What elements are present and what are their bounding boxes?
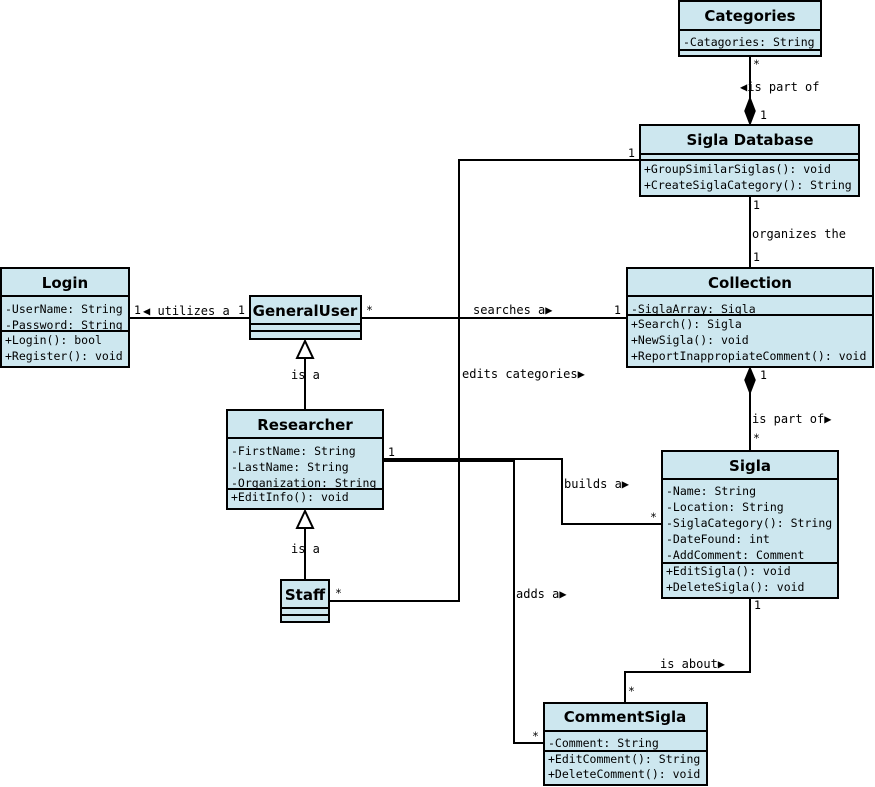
class-name: Categories (704, 7, 795, 25)
class-name: Sigla (729, 457, 771, 475)
class-method: +Search(): Sigla (631, 317, 742, 331)
multiplicity: * (753, 57, 760, 71)
class-method: +EditComment(): String (548, 752, 700, 766)
class-method: +EditInfo(): void (231, 490, 349, 504)
class-attribute: -SiglaCategory(): String (666, 516, 832, 530)
multiplicity: 1 (628, 146, 635, 160)
class-name: Collection (708, 274, 792, 292)
generalization-arrow (295, 338, 315, 359)
edge-db-collection: 1 1 organizes the (749, 197, 846, 268)
multiplicity: * (650, 510, 657, 524)
multiplicity: 1 (134, 303, 141, 317)
class-researcher[interactable]: Researcher -FirstName: String -LastName:… (226, 409, 384, 510)
class-name: GeneralUser (253, 302, 358, 320)
multiplicity: * (532, 729, 539, 743)
edge-staff-db: * 1 edits categories▶ (330, 146, 640, 602)
class-attribute: -LastName: String (231, 460, 349, 474)
multiplicity: 1 (760, 108, 767, 122)
class-categories[interactable]: Categories -Catagories: String (678, 0, 822, 57)
class-method: +CreateSiglaCategory(): String (644, 178, 852, 192)
class-attribute: -AddComment: Comment (666, 548, 804, 562)
multiplicity: * (335, 586, 342, 600)
class-method: +NewSigla(): void (631, 333, 749, 347)
edge-researcher-comment: * adds a▶ (384, 460, 567, 744)
class-method: +Login(): bool (5, 333, 102, 347)
composition-diamond (744, 366, 756, 396)
multiplicity: * (753, 431, 760, 445)
edge-researcher-sigla: 1 * builds a▶ (384, 445, 662, 525)
class-attribute: -UserName: String (5, 302, 123, 316)
class-sigla[interactable]: Sigla -Name: String -Location: String -S… (661, 450, 839, 599)
class-attribute: -SiglaArray: Sigla (631, 302, 756, 316)
class-name: Staff (285, 586, 326, 604)
class-name: Login (42, 274, 88, 292)
class-attribute: -DateFound: int (666, 532, 770, 546)
class-sigla-database[interactable]: Sigla Database +GroupSimilarSiglas(): vo… (639, 124, 860, 197)
class-attribute: -Comment: String (548, 736, 659, 750)
class-method: +EditSigla(): void (666, 564, 791, 578)
association-label: organizes the (752, 227, 846, 241)
multiplicity: 1 (753, 250, 760, 264)
class-staff[interactable]: Staff (280, 579, 330, 623)
class-attribute: -Location: String (666, 500, 784, 514)
multiplicity: * (366, 303, 373, 317)
multiplicity: 1 (614, 303, 621, 317)
generalization-arrow (295, 508, 315, 529)
class-attribute: -Catagories: String (683, 35, 815, 49)
class-attribute: -Password: String (5, 318, 123, 332)
association-label: is a (291, 368, 320, 382)
edge-user-collection: * 1 searches a▶ (361, 303, 627, 319)
class-method: +ReportInappropiateComment(): void (631, 349, 866, 363)
class-collection[interactable]: Collection -SiglaArray: Sigla +Search():… (626, 267, 874, 368)
class-name: CommentSigla (564, 708, 687, 726)
multiplicity: 1 (760, 368, 767, 382)
class-attribute: -Organization: String (231, 476, 376, 490)
association-label: adds a▶ (516, 587, 567, 601)
association-label: edits categories▶ (462, 367, 586, 381)
edge-sigla-comment: 1 * is about▶ (624, 598, 761, 703)
multiplicity: 1 (388, 445, 395, 459)
association-label: builds a▶ (564, 477, 630, 491)
association-label: ◀is part of (740, 80, 819, 94)
multiplicity: 1 (754, 598, 761, 612)
class-attribute: -Name: String (666, 484, 756, 498)
multiplicity: 1 (753, 198, 760, 212)
edge-staff-researcher: is a (291, 508, 320, 580)
class-method: +DeleteSigla(): void (666, 580, 804, 594)
class-comment-sigla[interactable]: CommentSigla -Comment: String +EditComme… (543, 702, 708, 786)
edge-collection-sigla: 1 * is part of▶ (744, 366, 832, 451)
association-label: is about▶ (660, 657, 726, 671)
class-attribute: -FirstName: String (231, 444, 356, 458)
multiplicity: 1 (238, 303, 245, 317)
class-method: +GroupSimilarSiglas(): void (644, 162, 831, 176)
class-general-user[interactable]: GeneralUser (249, 295, 362, 340)
edge-researcher-user: is a (291, 338, 320, 410)
class-name: Researcher (257, 416, 353, 434)
multiplicity: * (628, 684, 635, 698)
class-name: Sigla Database (687, 131, 814, 149)
edge-login-user: 1 1 ◀ utilizes a (130, 303, 250, 319)
class-method: +DeleteComment(): void (548, 767, 700, 781)
association-label: searches a▶ (473, 303, 553, 317)
association-label: ◀ utilizes a (143, 304, 230, 318)
edge-categories-db: * 1 ◀is part of (740, 57, 819, 127)
composition-diamond (744, 95, 756, 127)
association-label: is a (291, 542, 320, 556)
association-label: is part of▶ (752, 412, 832, 426)
class-login[interactable]: Login -UserName: String -Password: Strin… (0, 267, 130, 368)
class-method: +Register(): void (5, 349, 123, 363)
